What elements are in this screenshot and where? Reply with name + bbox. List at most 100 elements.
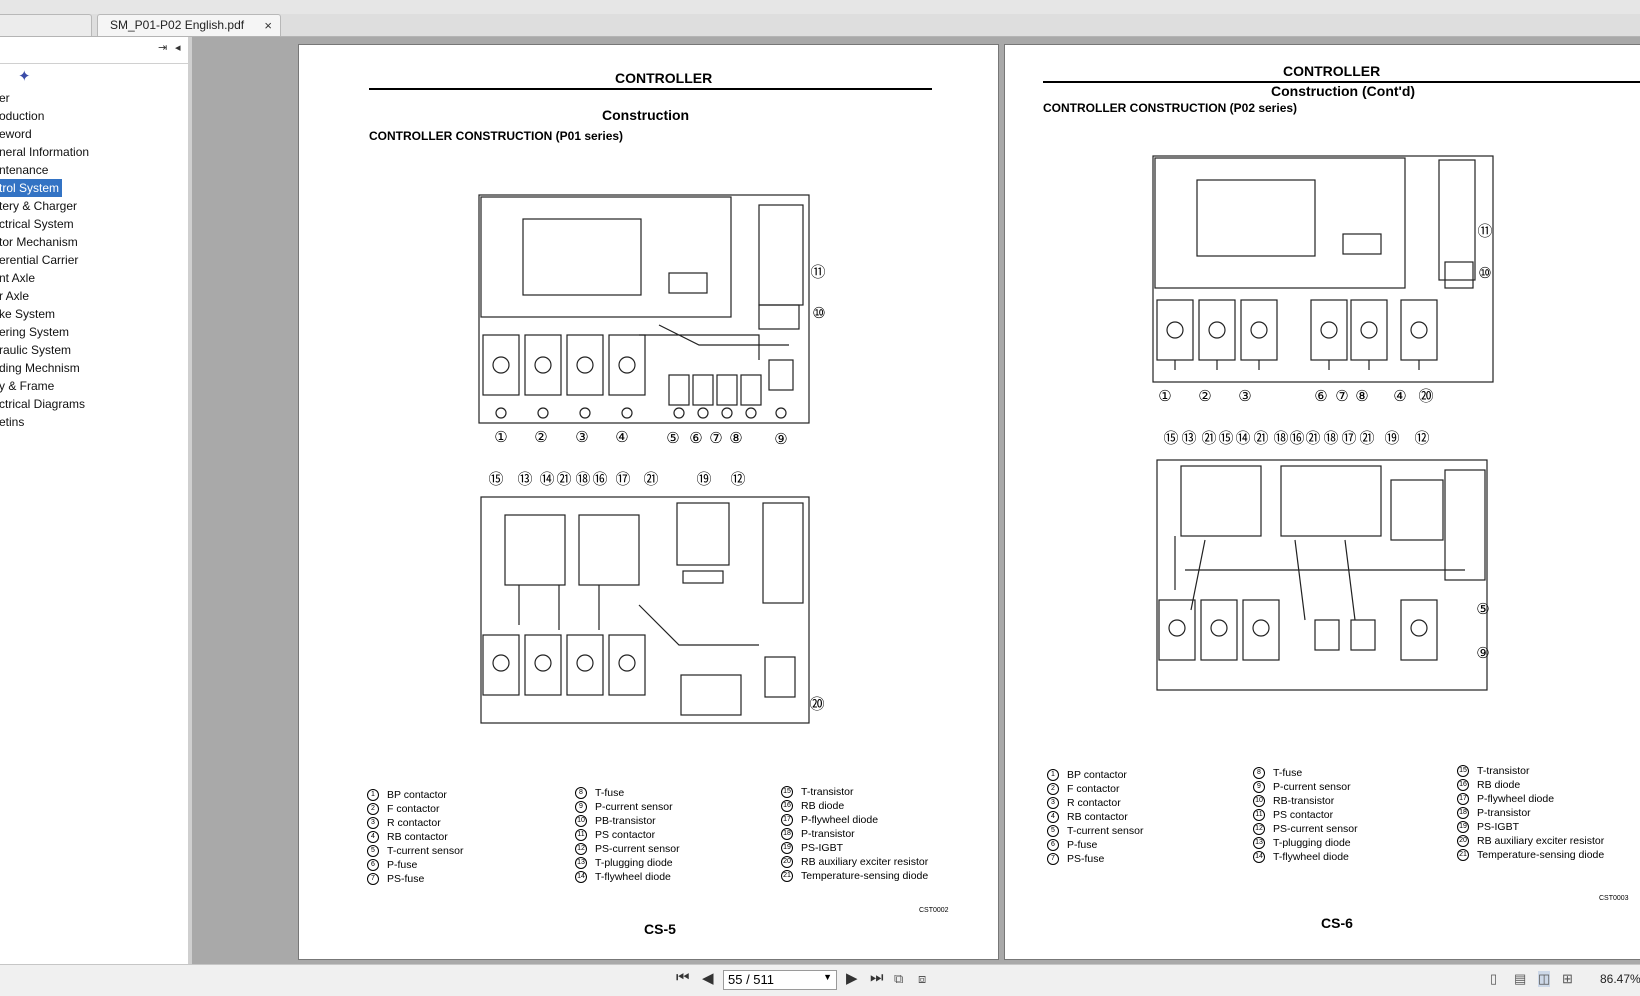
- sidebar-splitter[interactable]: [188, 37, 192, 964]
- figure-code: CST0002: [919, 907, 949, 914]
- close-tab-icon[interactable]: ×: [264, 18, 272, 33]
- bookmark-item[interactable]: ctrical System: [0, 217, 74, 231]
- bookmark-item[interactable]: oduction: [0, 109, 45, 123]
- continuous-view-icon[interactable]: ▤: [1514, 971, 1527, 986]
- copy-icon[interactable]: ⧉: [894, 971, 904, 986]
- controller-p01-diagram: ① ② ③ ④ ⑤ ⑥ ⑦ ⑧ ⑨ ⑩ ⑪ ⑮ ⑬ ⑭ ㉑ ⑱ ⑯ ⑰ ㉑ ⑲ …: [478, 194, 826, 724]
- callout-8: ⑧: [1355, 388, 1368, 405]
- callout-21c: ㉑: [1305, 430, 1320, 447]
- callout-12: ⑫: [730, 471, 745, 488]
- callout-18: ⑱: [575, 471, 590, 488]
- bookmark-item[interactable]: tery & Charger: [0, 199, 78, 213]
- callout-5: ⑤: [666, 430, 679, 447]
- callout-20: ⑳: [809, 696, 824, 713]
- tab-label: SM_P01-P02 English.pdf: [110, 18, 245, 32]
- first-page-button[interactable]: ⏮: [676, 969, 690, 986]
- callout-14: ⑭: [539, 471, 554, 488]
- callout-19: ⑲: [696, 471, 711, 488]
- callout-6: ⑥: [689, 430, 702, 447]
- callout-3: ③: [1238, 388, 1251, 405]
- bookmark-options-icon[interactable]: ✦: [18, 68, 31, 85]
- callout-9: ⑨: [1476, 645, 1489, 662]
- page-number-field[interactable]: 55 / 511 ▼: [723, 970, 837, 990]
- bookmark-item[interactable]: neral Information: [0, 145, 90, 159]
- page-number: CS-6: [1321, 915, 1353, 931]
- bookmark-item[interactable]: eword: [0, 127, 32, 141]
- last-page-button[interactable]: ⏭: [870, 969, 884, 986]
- callout-16: ⑯: [1289, 430, 1304, 447]
- tab-document[interactable]: SM_P01-P02 English.pdf ×: [97, 14, 281, 36]
- callout-21b: ㉑: [1253, 430, 1268, 447]
- facing-view-icon[interactable]: ◫: [1538, 971, 1551, 987]
- bookmark-item[interactable]: ctrical Diagrams: [0, 397, 86, 411]
- bookmark-item[interactable]: nt Axle: [0, 271, 36, 285]
- callout-11: ⑪: [1477, 223, 1492, 240]
- tab-previous[interactable]: [0, 14, 92, 36]
- paste-icon[interactable]: ⧈: [918, 971, 927, 986]
- bookmark-item[interactable]: ding Mechnism: [0, 361, 80, 375]
- bookmark-item-selected[interactable]: trol System: [0, 179, 63, 197]
- expand-panel-icon[interactable]: ⇥: [158, 42, 168, 54]
- bookmark-item[interactable]: raulic System: [0, 343, 72, 357]
- callout-19: ⑲: [1384, 430, 1399, 447]
- sidebar-header: ⇥ ◂: [0, 37, 188, 64]
- bookmark-item[interactable]: ntenance: [0, 163, 49, 177]
- bookmark-item[interactable]: r Axle: [0, 289, 30, 303]
- bookmark-item[interactable]: etins: [0, 415, 25, 429]
- section-title: Construction (Cont'd): [1271, 83, 1416, 99]
- previous-page-button[interactable]: ◀: [702, 970, 714, 987]
- callout-4: ④: [615, 429, 628, 446]
- callout-9: ⑨: [774, 431, 787, 448]
- callout-11: ⑪: [810, 264, 825, 281]
- callout-13: ⑬: [517, 471, 532, 488]
- figure-code: CST0003: [1599, 895, 1629, 902]
- continuous-facing-view-icon[interactable]: ⊞: [1562, 971, 1573, 986]
- zoom-level[interactable]: 86.47%: [1600, 972, 1640, 986]
- bookmark-item[interactable]: y & Frame: [0, 379, 55, 393]
- bookmark-item[interactable]: ke System: [0, 307, 56, 321]
- page-header: CONTROLLER: [615, 70, 713, 86]
- chevron-down-icon[interactable]: ▼: [823, 972, 832, 982]
- section-subtitle: CONTROLLER CONSTRUCTION (P01 series): [369, 129, 624, 143]
- bookmark-item[interactable]: tor Mechanism: [0, 235, 78, 249]
- callout-5: ⑤: [1476, 601, 1489, 618]
- bookmark-item[interactable]: er: [0, 91, 10, 105]
- collapse-panel-icon[interactable]: ◂: [175, 42, 181, 54]
- bookmark-item[interactable]: erential Carrier: [0, 253, 79, 267]
- single-page-view-icon[interactable]: ▯: [1490, 971, 1498, 986]
- callout-7: ⑦: [1335, 388, 1348, 405]
- bookmark-item[interactable]: ering System: [0, 325, 70, 339]
- callout-7: ⑦: [709, 430, 722, 447]
- next-page-button[interactable]: ▶: [846, 970, 858, 987]
- callout-1: ①: [494, 429, 507, 446]
